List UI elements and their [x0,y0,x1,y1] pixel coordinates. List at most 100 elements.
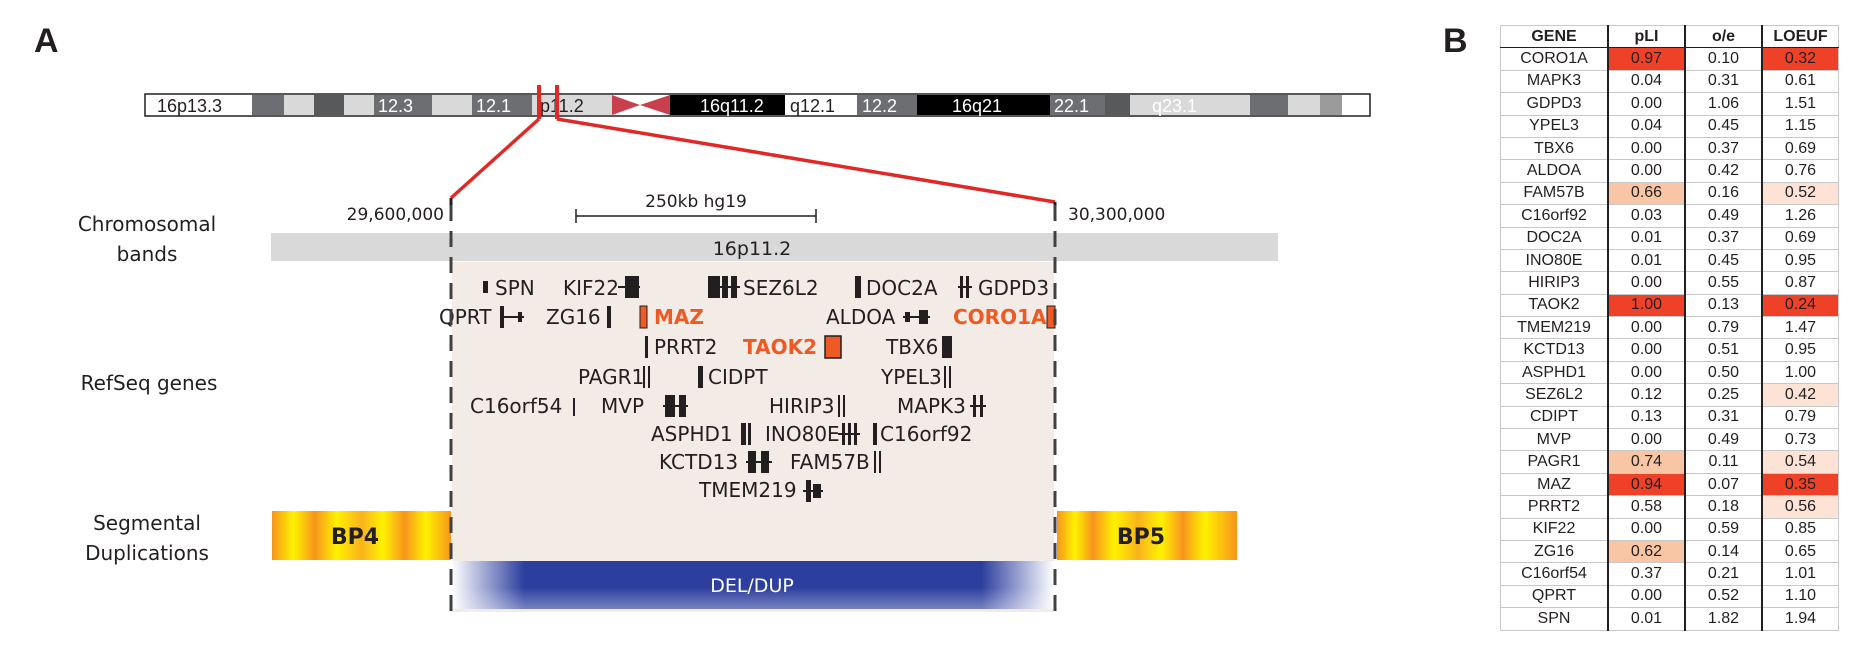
zoom-line-left [449,117,541,200]
gene-label: MAPK3 [897,394,966,418]
gene-label: ASPHD1 [651,422,733,446]
cell-oe: 0.25 [1684,383,1763,407]
coord-left: 29,600,000 [347,205,444,225]
gene-label: INO80E [765,422,840,446]
cell-oe: 0.49 [1684,428,1763,452]
cell-pli: 0.01 [1607,607,1686,631]
band-label: 12.3 [378,96,413,116]
band-label: q23.1 [1152,96,1197,116]
cell-pli: 0.74 [1607,450,1686,474]
cell-gene: ASPHD1 [1500,360,1609,385]
band-label: 16q11.2 [700,96,764,116]
cell-pli: 0.01 [1607,248,1686,273]
cell-pli: 0.01 [1607,226,1686,250]
gene-label-highlight: CORO1A [953,305,1047,329]
cell-gene: C16orf92 [1500,204,1609,228]
cell-oe: 0.37 [1684,226,1763,250]
cell-loeuf: 0.35 [1761,472,1839,497]
scale-bar-label: 250kb hg19 [645,192,747,212]
gene-label-highlight: MAZ [654,305,704,329]
scale-bar: 250kb hg19 [575,192,817,223]
cell-pli: 0.94 [1607,472,1686,497]
cell-pli: 0.00 [1607,92,1686,116]
cell-loeuf: 1.26 [1761,204,1839,228]
cell-gene: TAOK2 [1500,293,1609,318]
cell-pli: 0.03 [1607,204,1686,228]
cell-gene: CORO1A [1500,47,1609,71]
cell-pli: 0.00 [1607,159,1686,183]
cell-pli: 0.00 [1607,136,1686,161]
cell-loeuf: 0.73 [1761,428,1839,452]
cell-loeuf: 0.76 [1761,159,1839,183]
track-label-bands: Chromosomal [78,212,216,236]
cell-loeuf: 1.47 [1761,316,1839,340]
cell-gene: DOC2A [1500,226,1609,250]
cell-gene: FAM57B [1500,181,1609,206]
cell-pli: 0.00 [1607,338,1686,362]
cell-pli: 0.12 [1607,383,1686,407]
gene-label: FAM57B [790,450,870,474]
cell-loeuf: 0.32 [1761,47,1839,71]
panel-b-label: B [1443,22,1468,60]
gene-label: DOC2A [866,276,938,300]
track-label-segdup: Duplications [85,541,209,565]
cell-gene: MAPK3 [1500,69,1609,94]
cell-gene: ZG16 [1500,539,1609,564]
cell-pli: 0.04 [1607,69,1686,94]
cell-oe: 0.50 [1684,360,1763,385]
cell-loeuf: 0.65 [1761,539,1839,564]
cell-gene: TMEM219 [1500,316,1609,340]
cell-gene: KCTD13 [1500,338,1609,362]
cell-gene: INO80E [1500,248,1609,273]
region-marker [537,85,541,119]
gene-label: C16orf92 [880,422,972,446]
cell-oe: 0.10 [1684,47,1763,71]
gene-label: GDPD3 [978,276,1049,300]
cell-loeuf: 1.01 [1761,562,1839,586]
cell-gene: SPN [1500,607,1609,631]
cell-pli: 0.00 [1607,584,1686,609]
cell-oe: 0.45 [1684,248,1763,273]
band-label: 16p13.3 [157,96,222,116]
cell-gene: PAGR1 [1500,450,1609,474]
cell-pli: 0.58 [1607,495,1686,519]
segdup-bp5-label: BP5 [1117,525,1165,550]
gene-label: ZG16 [546,305,601,329]
gene-label: MVP [601,394,644,418]
col-header-gene: GENE [1500,24,1609,49]
band-track [271,233,1278,261]
cell-loeuf: 0.87 [1761,271,1839,295]
cell-oe: 0.42 [1684,159,1763,183]
gene-label: HIRIP3 [769,394,835,418]
gene-label: SEZ6L2 [743,276,819,300]
cell-oe: 0.45 [1684,114,1763,138]
gene-label: YPEL3 [880,365,942,389]
cell-gene: KIF22 [1500,517,1609,541]
panel-a-label: A [34,22,59,60]
cell-pli: 0.62 [1607,539,1686,564]
cell-oe: 0.16 [1684,181,1763,206]
refseq-genes: SPN KIF22 SEZ6L2 DOC2A GDPD3 QPRT ZG16 M… [439,276,1056,502]
panel-a-figure: 16p13.3 12.3 12.1 p11.2 16q11.2 q12.1 12… [78,85,1371,612]
table-header-row: GENE pLI o/e LOEUF [1500,24,1839,49]
cell-pli: 0.66 [1607,181,1686,206]
track-label-segdup: Segmental [93,511,201,535]
band-label: p11.2 [540,96,584,116]
cell-pli: 0.00 [1607,428,1686,452]
